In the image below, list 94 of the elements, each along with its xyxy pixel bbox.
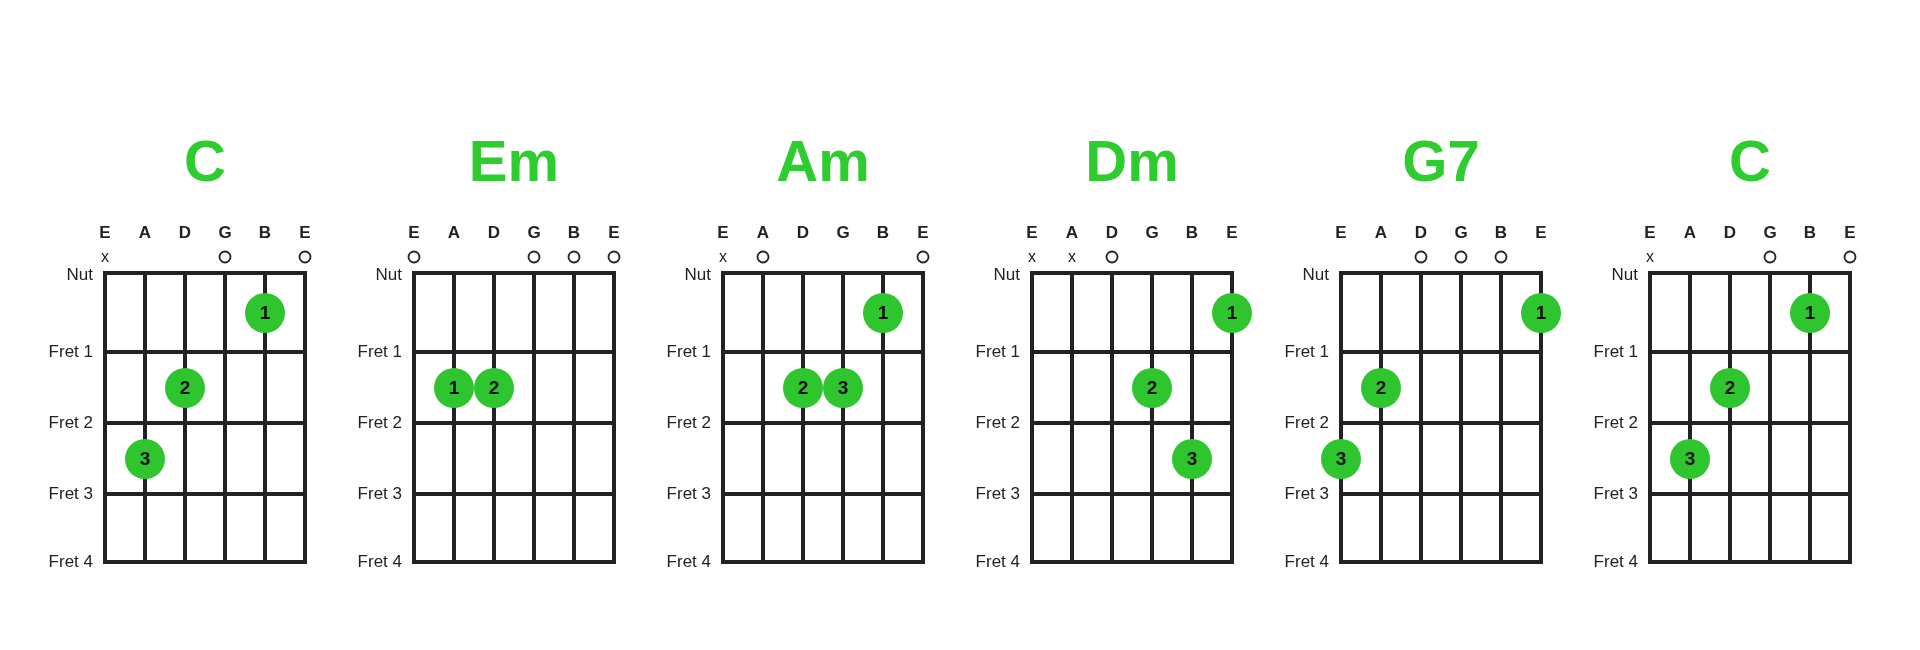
- fret-label: Fret 3: [48, 484, 93, 504]
- finger-dot: 2: [1132, 367, 1172, 408]
- fret-label: Fret 4: [1284, 552, 1329, 572]
- fret-label: Fret 4: [357, 552, 402, 572]
- chord-name: Em: [467, 128, 561, 194]
- finger-dot: 2: [1710, 367, 1750, 408]
- string-name: B: [257, 223, 273, 243]
- string-name: E: [298, 223, 312, 243]
- string-name: E: [407, 223, 421, 243]
- finger-dot: 1: [1790, 292, 1830, 333]
- fret-label: Nut: [684, 265, 711, 285]
- string-name: E: [98, 223, 112, 243]
- finger-dot: 3: [823, 367, 863, 408]
- string-name: E: [1643, 223, 1657, 243]
- muted-string-mark: x: [1027, 249, 1037, 265]
- chord-name: C: [1728, 128, 1772, 194]
- fret-label: Fret 4: [48, 552, 93, 572]
- fret-label: Fret 2: [357, 413, 402, 433]
- string-name: G: [1453, 223, 1469, 243]
- string-name: A: [446, 223, 462, 243]
- fret-label: Fret 4: [975, 552, 1020, 572]
- fret-label: Fret 1: [48, 342, 93, 362]
- string-name: D: [1104, 223, 1120, 243]
- finger-dot: 2: [1361, 367, 1401, 408]
- string-name: G: [835, 223, 851, 243]
- string-name: E: [1025, 223, 1039, 243]
- chord-name: Am: [775, 128, 871, 194]
- finger-dot: 3: [1172, 438, 1212, 479]
- finger-dot: 2: [783, 367, 823, 408]
- string-name: A: [1682, 223, 1698, 243]
- string-name: B: [566, 223, 582, 243]
- fret-label: Fret 1: [357, 342, 402, 362]
- string-name: D: [1413, 223, 1429, 243]
- fret-label: Fret 3: [1284, 484, 1329, 504]
- fret-label: Fret 2: [975, 413, 1020, 433]
- string-name: A: [1064, 223, 1080, 243]
- fret-label: Nut: [1611, 265, 1638, 285]
- string-name: A: [755, 223, 771, 243]
- fret-label: Fret 1: [975, 342, 1020, 362]
- string-name: B: [1493, 223, 1509, 243]
- fret-label: Fret 1: [1284, 342, 1329, 362]
- string-name: D: [177, 223, 193, 243]
- string-name: E: [607, 223, 621, 243]
- finger-dot: 1: [245, 292, 285, 333]
- finger-dot: 2: [165, 367, 205, 408]
- finger-dot: 3: [125, 438, 165, 479]
- fret-label: Nut: [66, 265, 93, 285]
- fret-label: Fret 3: [666, 484, 711, 504]
- finger-dot: 3: [1321, 438, 1361, 479]
- finger-dot: 1: [863, 292, 903, 333]
- finger-dot: 1: [434, 367, 474, 408]
- string-name: D: [486, 223, 502, 243]
- finger-dot: 3: [1670, 438, 1710, 479]
- fret-label: Nut: [375, 265, 402, 285]
- string-name: G: [1762, 223, 1778, 243]
- fret-label: Nut: [993, 265, 1020, 285]
- fret-label: Fret 3: [357, 484, 402, 504]
- fret-label: Fret 3: [975, 484, 1020, 504]
- chord-name: Dm: [1084, 128, 1180, 194]
- fret-label: Nut: [1302, 265, 1329, 285]
- muted-string-mark: x: [100, 249, 110, 265]
- muted-string-mark: x: [718, 249, 728, 265]
- string-name: B: [1802, 223, 1818, 243]
- string-name: G: [1144, 223, 1160, 243]
- fret-label: Fret 1: [666, 342, 711, 362]
- string-name: E: [1225, 223, 1239, 243]
- fret-label: Fret 2: [1593, 413, 1638, 433]
- string-name: E: [716, 223, 730, 243]
- fret-label: Fret 2: [48, 413, 93, 433]
- string-name: D: [795, 223, 811, 243]
- string-name: B: [1184, 223, 1200, 243]
- finger-dot: 1: [1521, 292, 1561, 333]
- fret-label: Fret 2: [666, 413, 711, 433]
- fret-label: Fret 4: [666, 552, 711, 572]
- fret-label: Fret 2: [1284, 413, 1329, 433]
- finger-dot: 2: [474, 367, 514, 408]
- string-name: G: [217, 223, 233, 243]
- fret-label: Fret 1: [1593, 342, 1638, 362]
- string-name: A: [1373, 223, 1389, 243]
- chord-name: C: [183, 128, 227, 194]
- string-name: E: [1534, 223, 1548, 243]
- muted-string-mark: x: [1645, 249, 1655, 265]
- string-name: E: [916, 223, 930, 243]
- string-name: A: [137, 223, 153, 243]
- string-name: E: [1334, 223, 1348, 243]
- string-name: D: [1722, 223, 1738, 243]
- muted-string-mark: x: [1067, 249, 1077, 265]
- fret-label: Fret 4: [1593, 552, 1638, 572]
- string-name: B: [875, 223, 891, 243]
- finger-dot: 1: [1212, 292, 1252, 333]
- fret-label: Fret 3: [1593, 484, 1638, 504]
- string-name: G: [526, 223, 542, 243]
- string-name: E: [1843, 223, 1857, 243]
- chord-name: G7: [1401, 128, 1481, 194]
